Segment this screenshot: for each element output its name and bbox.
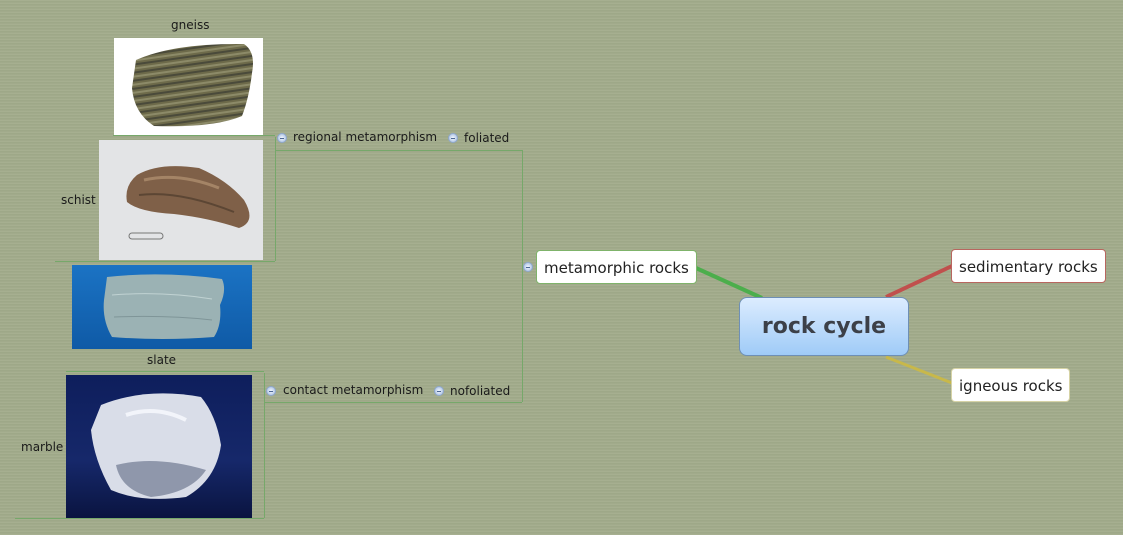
topic-label: igneous rocks (959, 377, 1063, 395)
collapse-contact-icon[interactable] (266, 386, 276, 396)
metamorphic-bracket (522, 150, 523, 402)
collapse-nofoliated-icon[interactable] (434, 386, 444, 396)
marble-underline (15, 518, 264, 519)
collapse-foliated-icon[interactable] (448, 133, 458, 143)
nofoliated-underline (265, 402, 522, 403)
collapse-regional-icon[interactable] (277, 133, 287, 143)
regional-bracket (275, 137, 276, 261)
slate-image[interactable] (72, 265, 252, 349)
subtopic-foliated[interactable]: foliated (464, 131, 510, 145)
subtopic-regional-metamorphism[interactable]: regional metamorphism (293, 130, 438, 144)
slate-underline (66, 371, 264, 372)
gneiss-image[interactable] (114, 38, 263, 135)
topic-label: sedimentary rocks (959, 258, 1098, 276)
schist-rock-icon (126, 166, 250, 240)
topic-metamorphic-rocks[interactable]: metamorphic rocks (536, 250, 697, 284)
rock-label-schist: schist (61, 193, 96, 207)
topic-label: metamorphic rocks (544, 259, 689, 277)
rock-label-slate: slate (147, 353, 177, 367)
central-topic-rock-cycle[interactable]: rock cycle (739, 297, 909, 356)
topic-igneous-rocks[interactable]: igneous rocks (951, 368, 1071, 402)
central-topic-label: rock cycle (761, 314, 887, 339)
schist-image[interactable] (99, 140, 263, 260)
subtopic-nofoliated[interactable]: nofoliated (450, 384, 511, 398)
subtopic-contact-metamorphism[interactable]: contact metamorphism (283, 383, 424, 397)
contact-bracket (264, 373, 265, 518)
gneiss-underline (113, 135, 275, 136)
rock-label-marble: marble (21, 440, 64, 454)
marble-image[interactable] (66, 375, 252, 518)
slate-rock-icon (103, 274, 225, 339)
rock-label-gneiss: gneiss (171, 18, 210, 32)
foliated-underline (275, 150, 522, 151)
gneiss-rock-icon (132, 43, 253, 127)
topic-sedimentary-rocks[interactable]: sedimentary rocks (951, 249, 1106, 283)
marble-rock-icon (91, 393, 221, 499)
schist-underline (55, 261, 275, 262)
collapse-metamorphic-icon[interactable] (523, 262, 533, 272)
